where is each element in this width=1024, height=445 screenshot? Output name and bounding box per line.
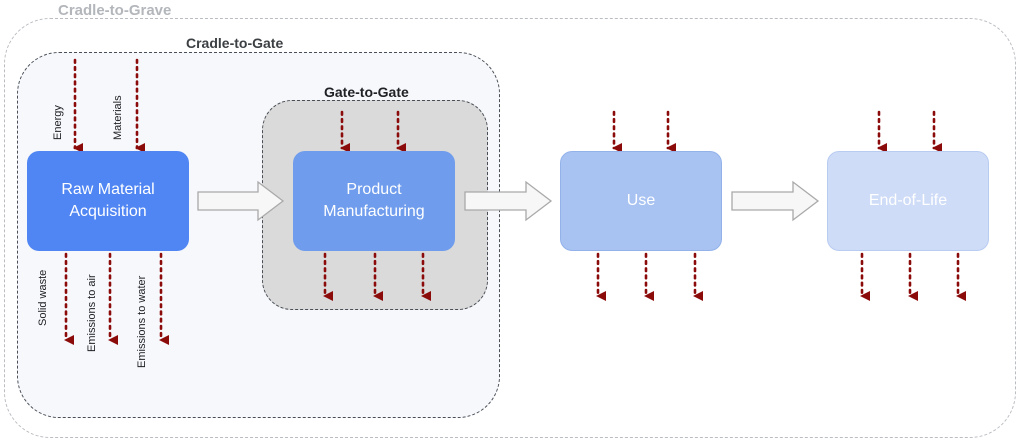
materials-label: Materials [112,95,124,140]
energy-label: Energy [52,105,64,140]
cradle-to-grave-label: Cradle-to-Grave [58,2,172,19]
process-arrow-1 [197,180,285,222]
stage-label: End-of-Life [868,192,948,209]
cradle-to-gate-label: Cradle-to-Gate [186,35,284,51]
stage-end-of-life: End-of-Life [827,151,989,251]
stage-label: Product Manufacturing [323,181,425,220]
gate-to-gate-label: Gate-to-Gate [324,84,409,100]
solid-waste-label: Solid waste [37,269,49,326]
cradle-to-grave-boundary [4,18,1016,438]
emissions-air-label: Emissions to air [86,274,98,352]
stage-product-manufacturing: Product Manufacturing [293,151,455,251]
stage-raw-material-acquisition: Raw Material Acquisition [27,151,189,251]
process-arrow-2 [464,180,553,222]
stage-use: Use [560,151,722,251]
stage-label: Use [626,192,656,209]
process-arrow-3 [731,180,820,222]
stage-label: Raw Material Acquisition [61,181,155,220]
emissions-water-label: Emissions to water [136,275,148,368]
